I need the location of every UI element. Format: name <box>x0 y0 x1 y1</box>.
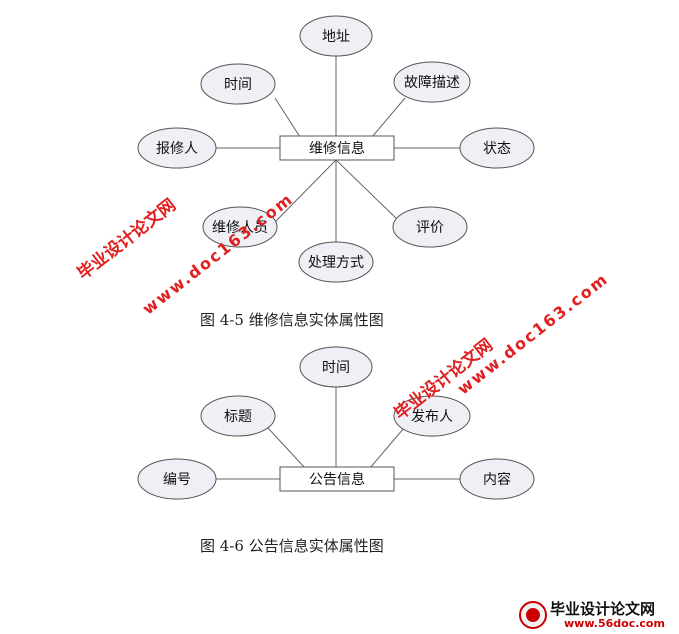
svg-text:状态: 状态 <box>483 141 511 157</box>
attr-fault-description: 故障描述 <box>393 61 471 103</box>
logo-title: 毕业设计论文网 <box>550 600 656 618</box>
logo-url: www.56doc.com <box>564 617 665 630</box>
svg-text:报修人: 报修人 <box>156 141 198 157</box>
attr-notice-time: 时间 <box>299 346 373 388</box>
svg-text:维修人员: 维修人员 <box>212 220 268 236</box>
attr-status: 状态 <box>459 127 535 169</box>
svg-text:标题: 标题 <box>224 409 252 425</box>
entity-repair-info: 维修信息 <box>279 135 395 161</box>
attr-number: 编号 <box>137 458 217 500</box>
svg-text:评价: 评价 <box>416 220 444 236</box>
attr-time: 时间 <box>200 63 276 105</box>
svg-text:时间: 时间 <box>224 77 252 93</box>
svg-text:编号: 编号 <box>163 472 191 488</box>
entity-notice-info: 公告信息 <box>279 466 395 492</box>
attr-address: 地址 <box>299 15 373 57</box>
site-logo: 毕业设计论文网 www.56doc.com <box>518 596 678 632</box>
attr-handling-method: 处理方式 <box>298 241 374 283</box>
attr-publisher: 发布人 <box>393 395 471 437</box>
svg-text:时间: 时间 <box>322 360 350 376</box>
svg-text:内容: 内容 <box>483 471 511 488</box>
attr-title: 标题 <box>200 395 276 437</box>
entity-repair-label: 维修信息 <box>309 140 365 157</box>
connector-lines-notice <box>216 386 460 480</box>
caption-figure-4-6: 图 4-6 公告信息实体属性图 <box>200 537 384 555</box>
svg-text:故障描述: 故障描述 <box>404 75 460 91</box>
logo-badge-icon <box>519 601 547 629</box>
attr-maintenance-staff: 维修人员 <box>202 206 278 248</box>
svg-text:地址: 地址 <box>322 29 350 45</box>
attr-evaluation: 评价 <box>392 206 468 248</box>
svg-text:发布人: 发布人 <box>411 409 453 425</box>
attr-content: 内容 <box>459 458 535 500</box>
svg-text:处理方式: 处理方式 <box>308 255 364 271</box>
entity-notice-label: 公告信息 <box>309 471 365 488</box>
attr-reporter: 报修人 <box>137 127 217 169</box>
connector-lines-repair <box>216 55 460 243</box>
caption-figure-4-5: 图 4-5 维修信息实体属性图 <box>200 311 384 329</box>
